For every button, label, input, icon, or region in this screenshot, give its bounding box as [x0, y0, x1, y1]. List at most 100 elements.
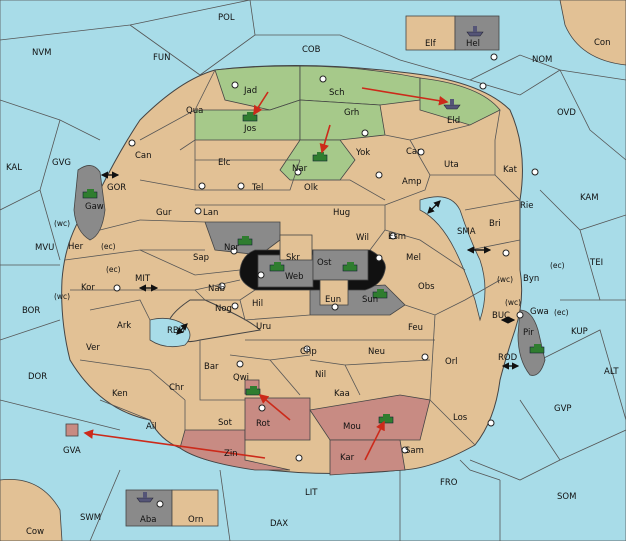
fleet-unit — [466, 26, 484, 37]
province-label: Kor — [81, 283, 95, 293]
army-unit — [342, 262, 358, 272]
coast-labels: (wc) (ec) (ec) (wc) (wc) (ec) (wc) (ec) — [54, 219, 569, 317]
province-label: Hel — [466, 39, 480, 49]
army-unit — [82, 189, 98, 199]
province-mou[interactable] — [309, 394, 431, 441]
sea-label: SMA — [457, 227, 476, 237]
province-label: Zin — [224, 449, 238, 459]
sea-label: MIT — [135, 274, 151, 284]
province-grh[interactable] — [299, 99, 386, 141]
supply-centers — [113, 53, 539, 508]
province-label: Feu — [408, 323, 423, 333]
sea-label: POL — [218, 13, 235, 23]
order-arrows — [83, 87, 449, 461]
province-label: Chp — [300, 347, 317, 357]
sea-label: GOR — [107, 183, 126, 193]
sea-label: GVA — [63, 446, 81, 456]
army-unit — [242, 112, 258, 122]
province-rot[interactable] — [244, 397, 311, 441]
province-label: Rot — [256, 419, 271, 429]
province-label: Hil — [252, 299, 263, 309]
province-label: Neu — [368, 347, 385, 357]
sea-label: NOM — [532, 55, 552, 65]
coast-label: (wc) — [497, 275, 513, 284]
province-label: Rie — [520, 201, 534, 211]
province-label: Gur — [156, 208, 172, 218]
province-aba[interactable] — [125, 489, 173, 527]
province-label: Byn — [523, 274, 539, 284]
coast-label: (ec) — [554, 308, 569, 317]
province-label: Ail — [146, 422, 157, 432]
province-ost[interactable] — [312, 249, 369, 281]
province-label: Obs — [418, 282, 435, 292]
province-label: Yok — [355, 148, 370, 158]
province-eun[interactable] — [319, 279, 349, 306]
province-label: Jos — [243, 124, 257, 134]
province-label: Bri — [489, 219, 501, 229]
province-label: Sap — [193, 253, 209, 263]
sea-label: GVP — [554, 404, 572, 414]
province-label: Wil — [356, 233, 369, 243]
sea-label: GVG — [52, 158, 71, 168]
province-pir[interactable] — [517, 309, 546, 376]
sea-rbu[interactable] — [149, 317, 191, 348]
army-unit — [372, 289, 388, 299]
province-label: Nor — [224, 243, 240, 253]
army-unit — [245, 386, 261, 396]
province-label: Uru — [256, 322, 271, 332]
sea-label: NVM — [32, 48, 52, 58]
province-label: Los — [453, 413, 468, 423]
province-elf[interactable] — [405, 15, 456, 51]
province-label: Sch — [329, 88, 344, 98]
province-label: Uta — [444, 160, 459, 170]
province-label: Ken — [112, 389, 128, 399]
sea-label: Cow — [26, 527, 44, 537]
province-label: Lan — [203, 208, 218, 218]
province-label: Gaw — [85, 202, 104, 212]
province-gaw[interactable] — [73, 165, 106, 241]
sea-label: FRO — [440, 478, 458, 488]
province-label: Chr — [169, 383, 184, 393]
province-label: Tel — [251, 183, 263, 193]
province-kar[interactable] — [329, 439, 406, 476]
fleet-unit — [136, 492, 154, 503]
sea-sma[interactable] — [419, 196, 486, 322]
sea-label: ROD — [498, 353, 518, 363]
province-label: Mou — [343, 422, 361, 432]
sea-label: KUP — [571, 327, 588, 337]
province-label: Kar — [340, 453, 355, 463]
army-unit — [269, 262, 285, 272]
province-eld[interactable] — [419, 77, 501, 126]
province-zin[interactable] — [179, 429, 291, 471]
sea-label: COB — [302, 45, 321, 55]
sea-label: FUN — [153, 53, 170, 63]
strait-arrows — [100, 171, 520, 370]
units — [82, 26, 545, 503]
province-label: Eld — [447, 116, 460, 126]
province-label: Grh — [344, 108, 359, 118]
province-orn[interactable] — [171, 489, 219, 527]
province-label: Ost — [317, 258, 332, 268]
province-label: Ver — [86, 343, 100, 353]
sea-label: RBU — [167, 326, 185, 336]
coast-label: (ec) — [106, 265, 121, 274]
coast-label: (wc) — [54, 292, 70, 301]
province-label: Amp — [402, 177, 422, 187]
island-cow[interactable] — [0, 478, 63, 541]
province-label: Sam — [405, 446, 424, 456]
sea-label: SWM — [80, 513, 101, 523]
province-sch[interactable] — [299, 65, 421, 106]
army-unit — [312, 152, 328, 162]
province-label: Her — [68, 242, 84, 252]
province-skr[interactable] — [279, 234, 313, 261]
sea-label: MVU — [35, 243, 54, 253]
province-label: Nab — [208, 284, 225, 294]
sea-label: Con — [594, 38, 611, 48]
province-label: Orn — [188, 515, 203, 525]
province-label: Jad — [243, 86, 257, 96]
province-label: Sun — [362, 295, 378, 305]
sea-label: BUC — [492, 311, 510, 321]
province-label: Gwa — [530, 307, 549, 317]
